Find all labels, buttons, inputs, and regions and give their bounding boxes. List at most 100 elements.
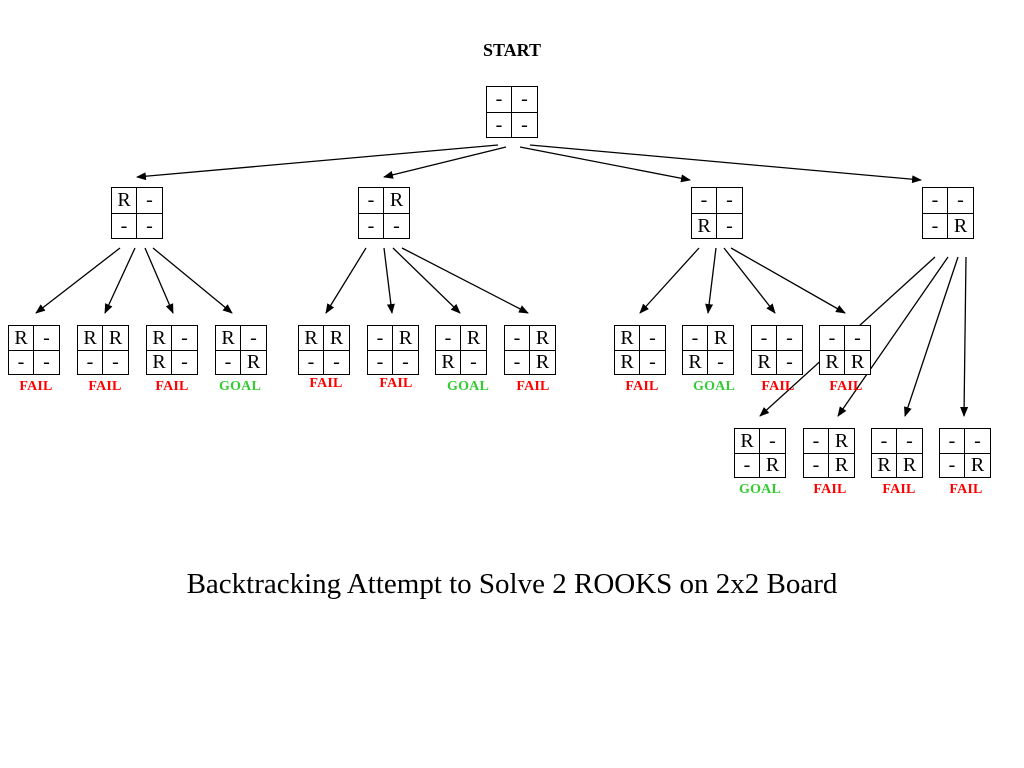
board-cell: R: [103, 326, 128, 351]
board-cell: -: [241, 326, 266, 351]
board-cell: -: [717, 188, 742, 214]
board-cell: -: [726, 214, 733, 237]
board-cell: R: [615, 350, 640, 374]
board-cell: -: [470, 351, 477, 374]
edge-arrow-l1-c-to-c3: [723, 247, 776, 314]
goal-label: GOAL: [738, 482, 782, 497]
fail-label: FAIL: [761, 379, 795, 394]
board-cell: -: [505, 350, 530, 374]
board-cell: -: [368, 326, 393, 351]
board-cell: R: [829, 429, 854, 454]
board-cell: -: [717, 351, 724, 374]
board-cell: R: [461, 326, 486, 351]
board-node-a3: R-R-: [146, 325, 198, 375]
board-cell: -: [804, 453, 829, 477]
board-cell: -: [965, 429, 990, 454]
edge-arrow-l1-a-to-a1: [35, 247, 121, 314]
board-cell: -: [786, 351, 793, 374]
board-cell: R: [246, 351, 261, 374]
edge-arrow-l1-c-to-c2: [705, 247, 717, 314]
board-cell: -: [735, 453, 760, 477]
edge-arrow-l1-a-to-a4: [152, 247, 233, 314]
board-cell: -: [948, 188, 973, 214]
board-cell: R: [78, 326, 103, 351]
board-cell: R: [436, 350, 461, 374]
board-cell: R: [147, 326, 172, 351]
goal-label: GOAL: [692, 379, 736, 394]
start-label: START: [482, 40, 542, 60]
board-cell: R: [834, 454, 849, 477]
board-cell: R: [384, 188, 409, 214]
board-cell: -: [402, 351, 409, 374]
board-cell: -: [760, 429, 785, 454]
edge-arrow-root-to-l1-b: [383, 146, 507, 179]
board-cell: -: [487, 112, 512, 137]
board-node-d4: ---R: [939, 428, 991, 478]
board-node-b2: -R--: [367, 325, 419, 375]
fail-label: FAIL: [949, 482, 983, 497]
edge-arrow-root-to-l1-a: [136, 144, 499, 181]
edge-arrow-l1-d-to-d4: [960, 256, 969, 417]
board-cell: R: [393, 326, 418, 351]
board-cell: R: [216, 326, 241, 351]
board-cell: -: [299, 350, 324, 374]
board-cell: R: [953, 214, 968, 237]
board-cell: -: [505, 326, 530, 351]
board-cell: -: [181, 351, 188, 374]
board-node-l1-a: R---: [111, 187, 163, 239]
board-cell: -: [521, 113, 528, 136]
board-cell: -: [777, 326, 802, 351]
board-cell: -: [216, 350, 241, 374]
edge-arrow-root-to-l1-c: [519, 146, 691, 183]
board-cell: R: [752, 350, 777, 374]
edge-arrow-l1-b-to-b3: [392, 247, 461, 314]
board-cell: -: [820, 326, 845, 351]
board-node-d2: -R-R: [803, 428, 855, 478]
board-cell: -: [804, 429, 829, 454]
fail-label: FAIL: [882, 482, 916, 497]
board-cell: R: [683, 350, 708, 374]
board-cell: -: [359, 213, 384, 238]
board-cell: -: [137, 188, 162, 214]
board-cell: -: [940, 453, 965, 477]
board-cell: R: [850, 351, 865, 374]
goal-label: GOAL: [218, 379, 262, 394]
board-node-c3: --R-: [751, 325, 803, 375]
edge-arrow-l1-d-to-d2: [837, 256, 949, 417]
fail-label: FAIL: [625, 379, 659, 394]
board-cell: -: [487, 87, 512, 113]
board-node-d1: R--R: [734, 428, 786, 478]
board-node-a1: R---: [8, 325, 60, 375]
board-cell: -: [845, 326, 870, 351]
board-cell: -: [512, 87, 537, 113]
fail-label: FAIL: [309, 376, 343, 391]
board-cell: -: [146, 214, 153, 237]
edge-arrow-l1-b-to-b1: [325, 247, 367, 314]
board-cell: R: [324, 326, 349, 351]
edge-arrow-l1-a-to-a2: [104, 247, 136, 314]
board-cell: -: [897, 429, 922, 454]
board-cell: -: [78, 350, 103, 374]
board-cell: -: [649, 351, 656, 374]
fail-label: FAIL: [155, 379, 189, 394]
board-cell: -: [393, 214, 400, 237]
board-cell: R: [299, 326, 324, 351]
fail-label: FAIL: [88, 379, 122, 394]
board-cell: -: [112, 213, 137, 238]
fail-label: FAIL: [379, 376, 413, 391]
edge-arrow-l1-c-to-c4: [730, 247, 846, 314]
board-cell: R: [535, 351, 550, 374]
fail-label: FAIL: [19, 379, 53, 394]
board-cell: R: [112, 188, 137, 214]
board-cell: -: [872, 429, 897, 454]
board-cell: -: [923, 188, 948, 214]
board-node-c1: R-R-: [614, 325, 666, 375]
edge-arrow-root-to-l1-d: [529, 144, 922, 184]
board-cell: -: [368, 350, 393, 374]
board-cell: -: [172, 326, 197, 351]
